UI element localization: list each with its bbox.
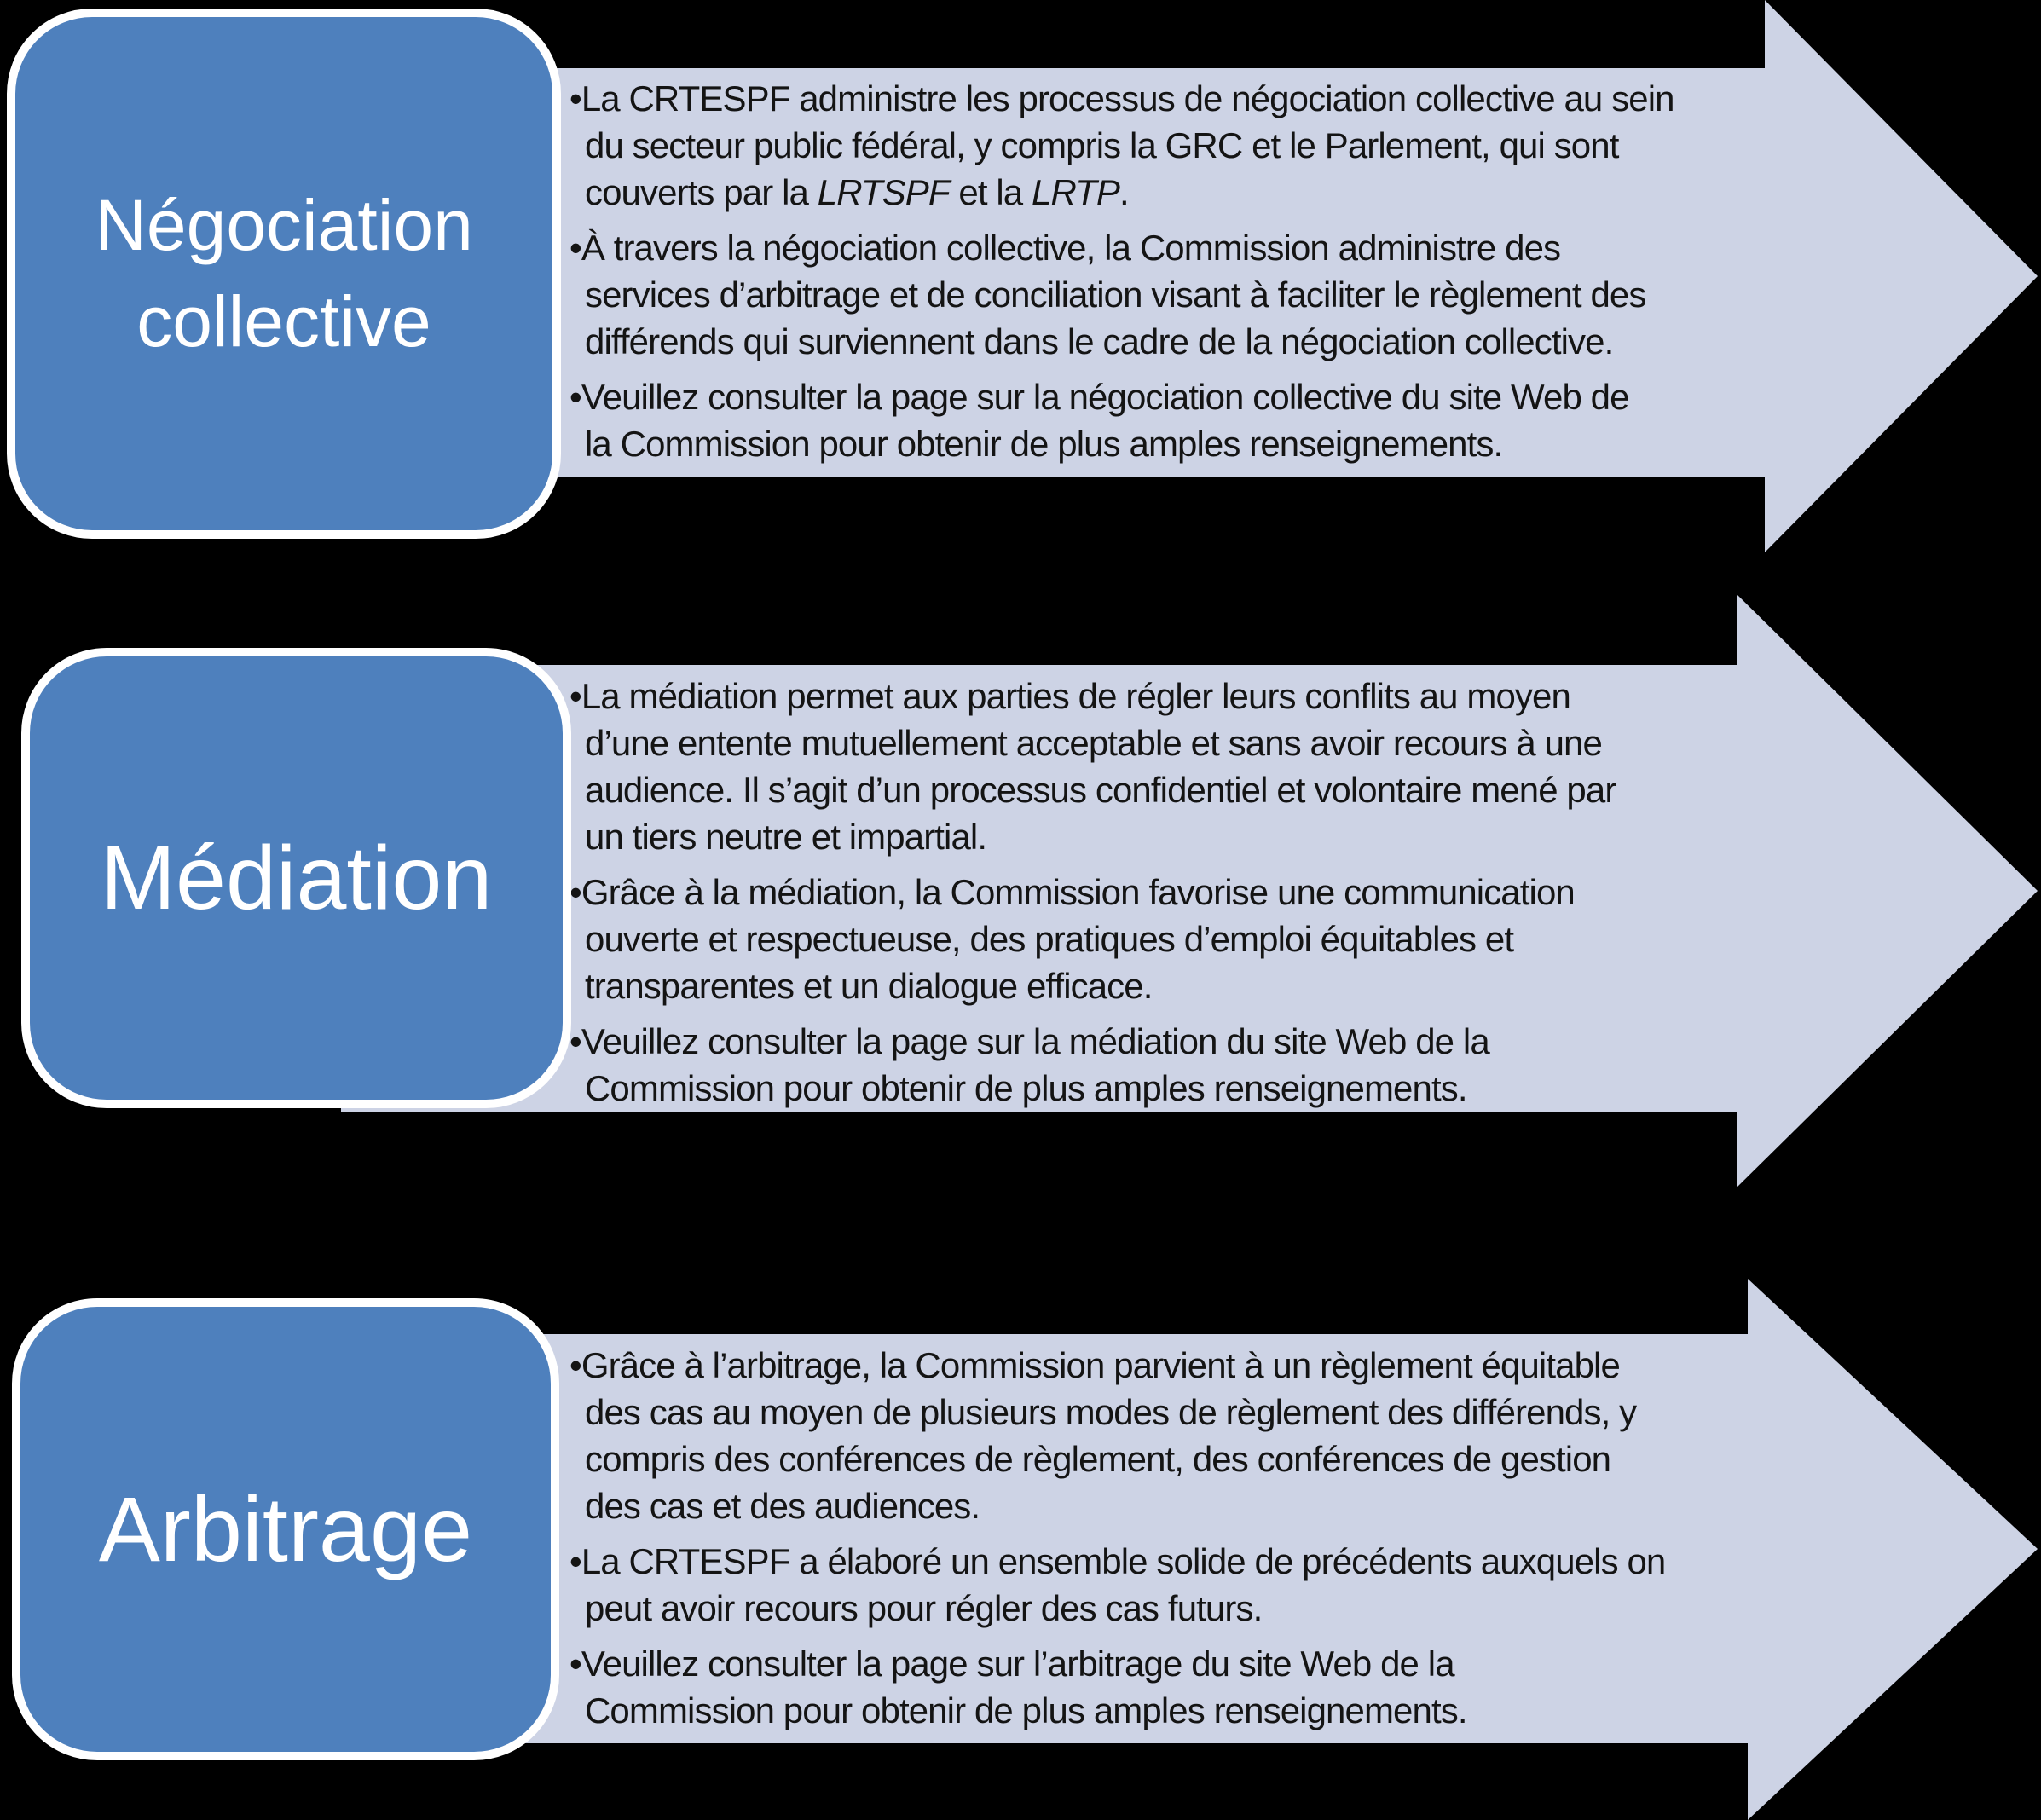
arrow-shape-arbitrage: •Grâce à l’arbitrage, la Commission parv… [341, 1279, 2038, 1820]
arrow-shape-negociation-collective: •La CRTESPF administre les processus de … [341, 0, 2038, 552]
bullet-dot-icon: • [570, 1021, 582, 1061]
shape-title: Médiation [100, 828, 493, 928]
bullet-dot-icon: • [570, 1541, 582, 1581]
bullet-dot-icon: • [570, 1644, 582, 1684]
bullet-dot-icon: • [570, 676, 582, 716]
rounded-rectangle-arbitrage: Arbitrage [12, 1298, 559, 1760]
bullet-dot-icon: • [570, 78, 582, 118]
bullet-list: •La CRTESPF administre les processus de … [570, 75, 1789, 467]
bullet-dot-icon: • [570, 1345, 582, 1385]
bullet-item: •La médiation permet aux parties de régl… [570, 676, 1616, 857]
bullet-dot-icon: • [570, 872, 582, 912]
shape-title: Arbitrage [98, 1477, 473, 1580]
bullet-item: •La CRTESPF administre les processus de … [570, 78, 1675, 212]
bullet-item: •Grâce à l’arbitrage, la Commission parv… [570, 1345, 1637, 1526]
bullet-item: •À travers la négociation collective, la… [570, 228, 1646, 361]
bullet-list: •La médiation permet aux parties de régl… [570, 673, 1737, 1112]
rounded-rectangle-negociation-collective: Négociation collective [7, 9, 561, 539]
bullet-dot-icon: • [570, 228, 582, 268]
arrow-shape-mediation: •La médiation permet aux parties de régl… [341, 594, 2038, 1187]
bullet-list: •Grâce à l’arbitrage, la Commission parv… [570, 1342, 1746, 1734]
bullet-item: •Grâce à la médiation, la Commission fav… [570, 872, 1576, 1006]
rounded-rectangle-mediation: Médiation [21, 648, 571, 1108]
shape-title: Négociation collective [95, 185, 473, 361]
bullet-item: •Veuillez consulter la page sur la négoc… [570, 377, 1629, 464]
bullet-item: •Veuillez consulter la page sur l’arbitr… [570, 1644, 1468, 1730]
bullet-item: •Veuillez consulter la page sur la média… [570, 1021, 1490, 1108]
bullet-dot-icon: • [570, 377, 582, 417]
bullet-item: •La CRTESPF a élaboré un ensemble solide… [570, 1541, 1666, 1628]
